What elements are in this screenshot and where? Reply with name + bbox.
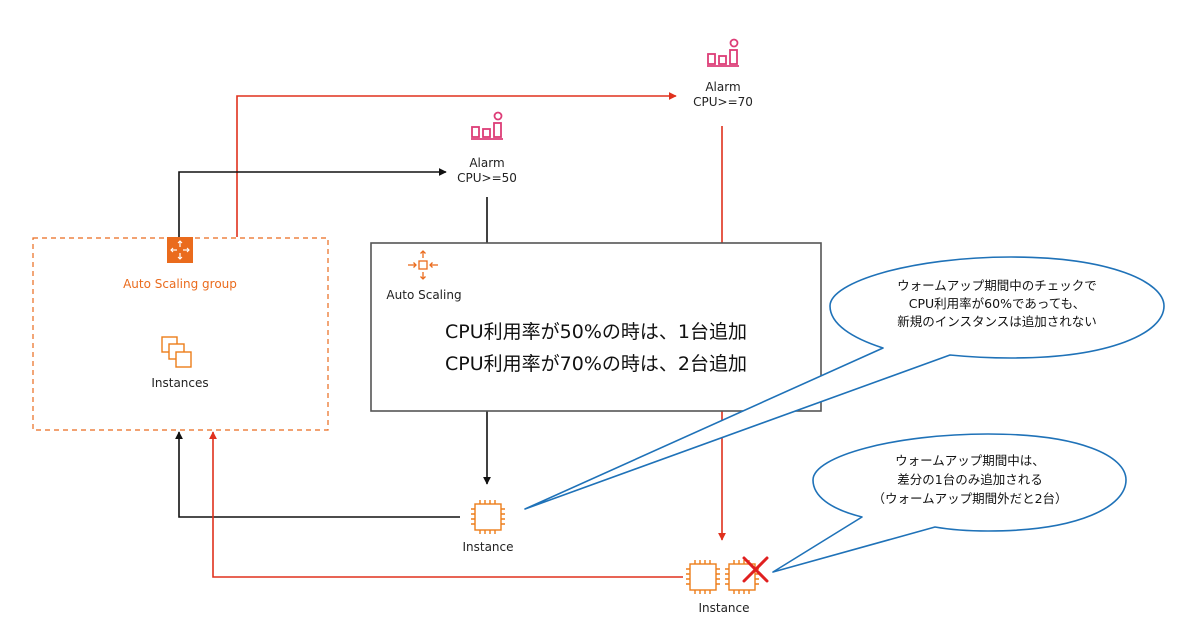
instances-label: Instances <box>151 376 208 390</box>
auto-scaling-label: Auto Scaling <box>386 288 461 302</box>
policy-rule-1: CPU利用率が50%の時は、1台追加 <box>445 321 747 343</box>
ec2-instance-icon <box>725 560 759 594</box>
ec2-instance-icon <box>471 500 505 534</box>
instance-red-to-asg-arrow <box>209 431 683 578</box>
auto-scaling-icon <box>408 250 438 280</box>
callout-warmup-check <box>524 256 1165 510</box>
alarm70-title: Alarm <box>705 80 740 94</box>
asg-to-alarm50-arrow <box>178 168 447 237</box>
callout-1-line-2: CPU利用率が60%であっても、 <box>909 296 1085 311</box>
callout-warmup-diff <box>772 433 1127 573</box>
alarm50-condition: CPU>=50 <box>457 171 517 185</box>
instance-to-asg-arrow <box>175 431 460 518</box>
instance-red-label: Instance <box>698 601 749 615</box>
cross-icon <box>742 556 769 583</box>
policy-rule-2: CPU利用率が70%の時は、2台追加 <box>445 353 747 375</box>
asg-label: Auto Scaling group <box>123 277 237 291</box>
asg-to-alarm70-arrow <box>236 92 677 237</box>
instances-icon <box>161 336 192 368</box>
auto-scaling-policy-box <box>370 242 822 412</box>
alarm50-title: Alarm <box>469 156 504 170</box>
auto-scaling-group-box <box>32 237 329 431</box>
auto-scaling-group-icon <box>167 237 193 263</box>
alarm70-condition: CPU>=70 <box>693 95 753 109</box>
cloudwatch-alarm-icon <box>707 38 739 67</box>
callout-2-line-1: ウォームアップ期間中は、 <box>895 453 1045 468</box>
callout-1-line-1: ウォームアップ期間中のチェックで <box>897 278 1097 293</box>
callout-2-line-2: 差分の1台のみ追加される <box>897 472 1042 487</box>
callout-2-line-3: （ウォームアップ期間外だと2台） <box>872 491 1067 506</box>
cloudwatch-alarm-icon <box>471 111 503 140</box>
ec2-instance-icon <box>686 560 720 594</box>
instance-label: Instance <box>462 540 513 554</box>
callout-1-line-3: 新規のインスタンスは追加されない <box>897 314 1097 329</box>
